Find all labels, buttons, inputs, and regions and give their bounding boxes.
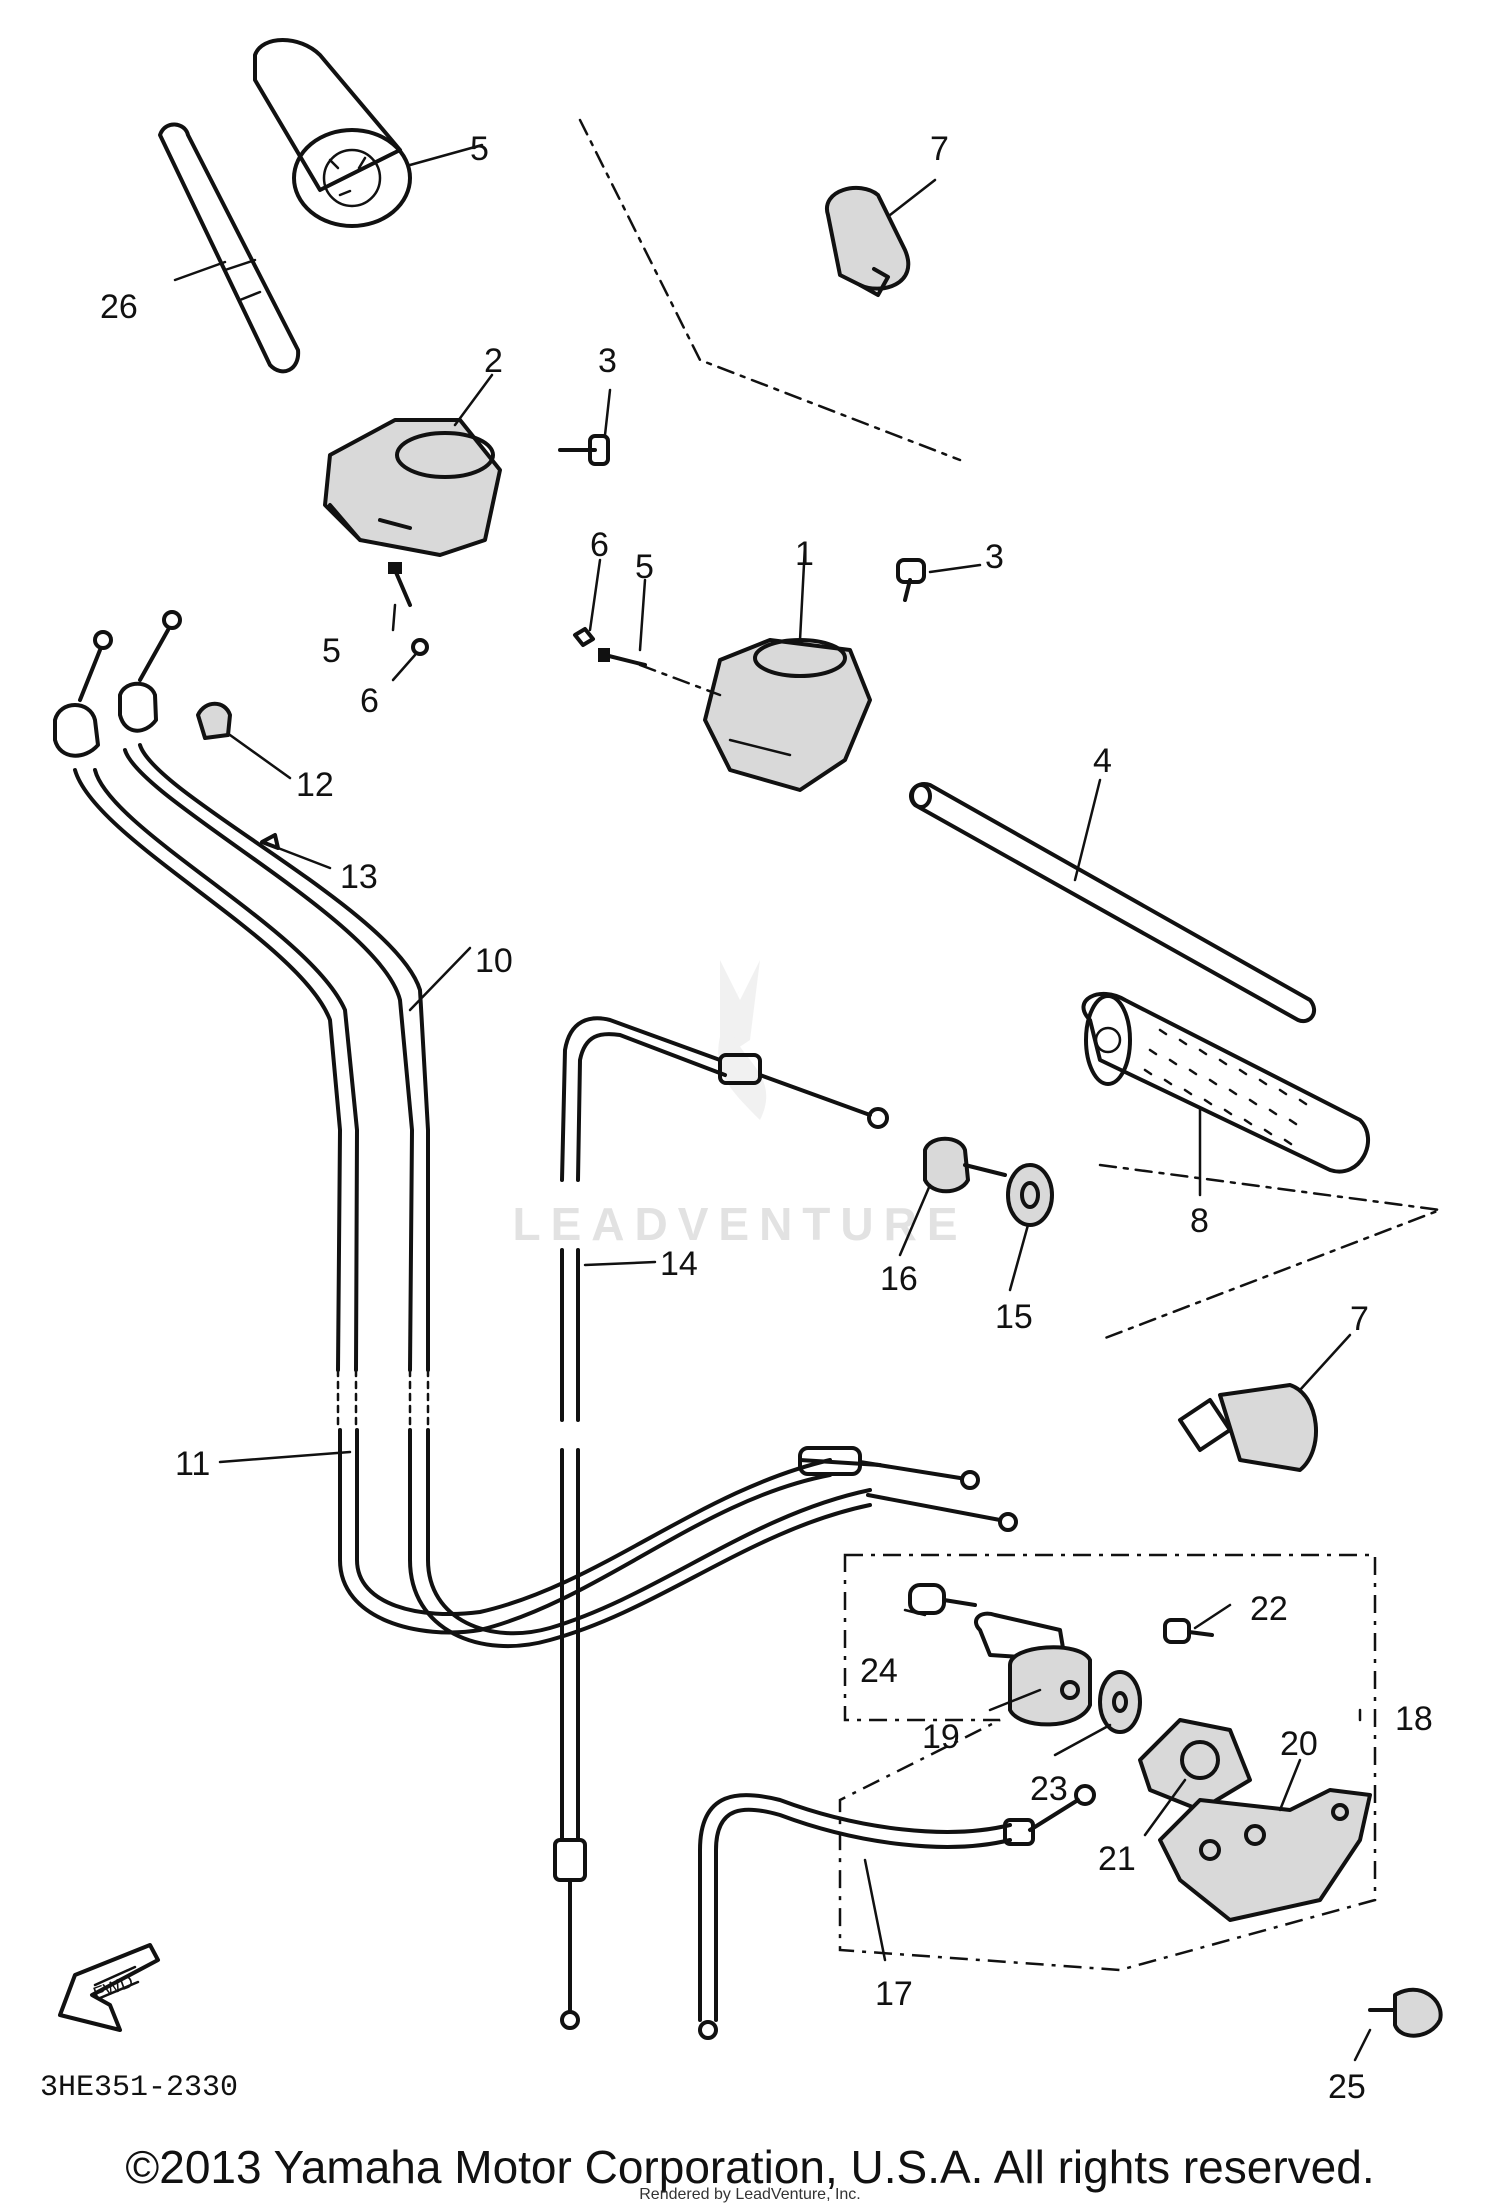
part-24-bolt: [908, 1583, 977, 1615]
label-21: 21: [1098, 1840, 1136, 1878]
part-3-screw-top: [558, 434, 610, 466]
copyright-notice: ©2013 Yamaha Motor Corporation, U.S.A. A…: [125, 2141, 1375, 2193]
part-2-switch-housing: [323, 418, 502, 557]
part-5-throttle-grip: [253, 38, 412, 228]
label-7-lower: 7: [1350, 1300, 1369, 1338]
label-22: 22: [1250, 1590, 1288, 1628]
label-19: 19: [922, 1718, 960, 1756]
label-5-top: 5: [470, 130, 489, 168]
label-7-top: 7: [930, 130, 949, 168]
part-21-holder: [1138, 1718, 1252, 1812]
part-17-cable: [698, 1784, 1096, 2040]
label-18: 18: [1395, 1700, 1433, 1738]
watermark-text: LEADVENTURE: [512, 1198, 967, 1250]
label-26: 26: [100, 288, 138, 326]
label-16: 16: [880, 1260, 918, 1298]
label-4: 4: [1093, 742, 1112, 780]
front-marker-label: FWD: [91, 1971, 136, 2004]
rendered-by-notice: Rendered by LeadVenture, Inc.: [639, 2186, 861, 2203]
label-5-left: 5: [322, 632, 341, 670]
part-7-bar-end-lower: [1178, 1383, 1318, 1472]
part-1-switch-housing: [703, 638, 872, 792]
watermark-logo: [718, 960, 767, 1120]
part-5-screw-left: [388, 562, 412, 607]
drawing-code: 3HE351-2330: [40, 2071, 238, 2105]
label-14: 14: [660, 1245, 698, 1283]
label-1: 1: [795, 535, 814, 573]
part-26-tube: [158, 122, 301, 374]
label-13: 13: [340, 858, 378, 896]
part-7-bar-end-top: [824, 185, 911, 297]
part-13-clip: [260, 833, 280, 850]
label-17: 17: [875, 1975, 913, 2013]
label-25: 25: [1328, 2068, 1366, 2106]
part-5-screw-mid: [598, 648, 647, 667]
label-12: 12: [296, 766, 334, 804]
label-3-top: 3: [598, 342, 617, 380]
label-3-right: 3: [985, 538, 1004, 576]
part-12-cable-cap: [196, 701, 232, 740]
part-22-screw: [1163, 1618, 1214, 1644]
part-16-adjuster: [923, 1136, 1007, 1194]
label-8: 8: [1190, 1202, 1209, 1240]
part-19-choke-lever: [974, 1611, 1092, 1727]
part-20-bracket: [1158, 1788, 1372, 1922]
label-10: 10: [475, 942, 513, 980]
label-2: 2: [484, 342, 503, 380]
part-8-grip: [1081, 991, 1371, 1174]
part-3-screw-right: [896, 558, 926, 602]
label-6-mid: 6: [590, 526, 609, 564]
label-11: 11: [175, 1445, 210, 1483]
label-20: 20: [1280, 1725, 1318, 1763]
diagram-canvas: LEADVENTURE: [40, 38, 1443, 2106]
part-4-handlebar-tube: [909, 782, 1317, 1024]
part-10-11-throttle-cables: [53, 610, 1018, 1649]
leader-lines: [173, 118, 1441, 2062]
assembly-18-boundary: [838, 1553, 1377, 1972]
part-6-washer-left: [411, 638, 429, 656]
part-23-washer: [1098, 1670, 1142, 1734]
label-23: 23: [1030, 1770, 1068, 1808]
part-25-bolt: [1368, 1987, 1443, 2038]
front-direction-marker: [58, 1943, 160, 2032]
label-15: 15: [995, 1298, 1033, 1336]
label-6-left: 6: [360, 682, 379, 720]
label-5-mid: 5: [635, 548, 654, 586]
label-24: 24: [860, 1652, 898, 1690]
part-15-locknut: [1006, 1163, 1054, 1227]
part-6-washer-mid: [573, 627, 595, 647]
part-14-choke-cable: [553, 1016, 889, 2030]
